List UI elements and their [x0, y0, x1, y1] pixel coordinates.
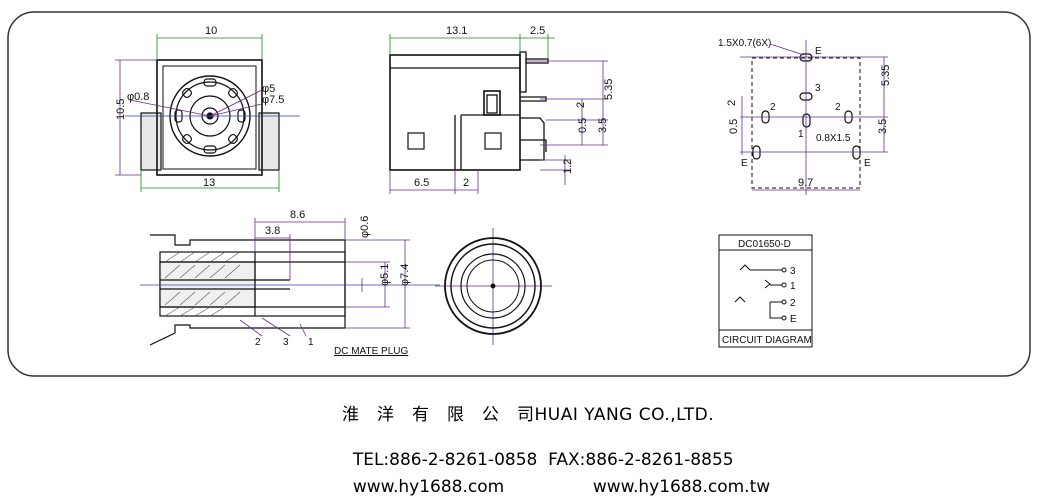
sheet-border	[7, 11, 1031, 377]
dim-bottom-65: 6.5	[414, 177, 429, 189]
pcb-left-2: 2	[726, 100, 738, 106]
plug-phi-51: φ5.1	[379, 264, 391, 286]
dim-h-35: 3.5	[597, 118, 609, 133]
pcb-pin-1: 1	[798, 129, 804, 140]
plug-caption: DC MATE PLUG	[334, 346, 408, 357]
circuit-pin-1: 1	[790, 281, 796, 292]
dim-len-tail: 2.5	[530, 25, 545, 37]
dim-width-top: 10	[205, 25, 217, 37]
website-tw[interactable]: www.hy1688.com.tw	[592, 477, 771, 497]
company-name: 淮 洋 有 限 公 司HUAI YANG CO.,LTD.	[342, 405, 715, 425]
pcb-right-35: 3.5	[877, 119, 889, 134]
dim-h-2: 2	[575, 102, 587, 108]
circuit-caption: CIRCUIT DIAGRAM	[722, 335, 812, 346]
dim-bottom-2: 2	[463, 177, 469, 189]
circuit-part-no: DC01650-D	[738, 239, 791, 250]
dim-phi-big: φ7.5	[262, 94, 284, 106]
plug-callout-3: 3	[283, 337, 289, 348]
dim-phi-small: φ0.8	[127, 91, 149, 103]
front-view	[140, 59, 280, 176]
plug-len-86: 8.6	[290, 209, 305, 221]
front-view-dims	[140, 34, 280, 192]
pcb-pin-e-top: E	[815, 46, 822, 57]
pcb-left-05: 0.5	[728, 119, 740, 134]
pcb-pin-e-left: E	[741, 158, 748, 169]
website-links: www.hy1688.com www.hy1688.com.tw	[342, 457, 1043, 497]
pcb-pin-e-right: E	[864, 158, 871, 169]
circuit-pin-e: E	[790, 314, 797, 325]
dim-len-main: 13.1	[446, 25, 467, 37]
pcb-right-535: 5.35	[880, 65, 892, 86]
plug-callout-2: 2	[255, 337, 261, 348]
contact-phones: TEL:886-2-8261-0858 FAX:886-2-8261-8855	[342, 430, 1043, 470]
tel-number: TEL:886-2-8261-0858	[352, 450, 538, 470]
pcb-pin-2a: 2	[770, 102, 776, 113]
dim-h-12: 1.2	[562, 159, 574, 174]
plug-phi-06: φ0.6	[359, 216, 371, 238]
circuit-pin-3: 3	[790, 266, 796, 277]
pcb-slot-note: 1.5X0.7(6X)	[718, 38, 771, 49]
side-view	[389, 51, 549, 171]
website-com[interactable]: www.hy1688.com	[352, 477, 505, 497]
plug-end-view	[435, 228, 552, 345]
plug-phi-74: φ7.4	[399, 264, 411, 286]
plug-callout-1: 1	[308, 337, 314, 348]
dim-h-05: 0.5	[577, 118, 589, 133]
dim-height-left: 10.5	[115, 99, 127, 120]
circuit-pin-2: 2	[790, 298, 796, 309]
pcb-pin-2b: 2	[835, 102, 841, 113]
pcb-pin-note: 0.8X1.5	[816, 133, 851, 144]
dim-width-bottom: 13	[203, 177, 215, 189]
dim-phi-mid: φ5	[262, 83, 275, 95]
plug-len-38: 3.8	[265, 225, 280, 237]
fax-number: FAX:886-2-8261-8855	[548, 450, 734, 470]
circuit-box	[718, 234, 813, 348]
pcb-pin-3: 3	[815, 83, 821, 94]
plug-section	[149, 234, 346, 346]
pcb-bottom-97: 9.7	[798, 177, 813, 189]
dim-h-535: 5.35	[603, 79, 615, 100]
